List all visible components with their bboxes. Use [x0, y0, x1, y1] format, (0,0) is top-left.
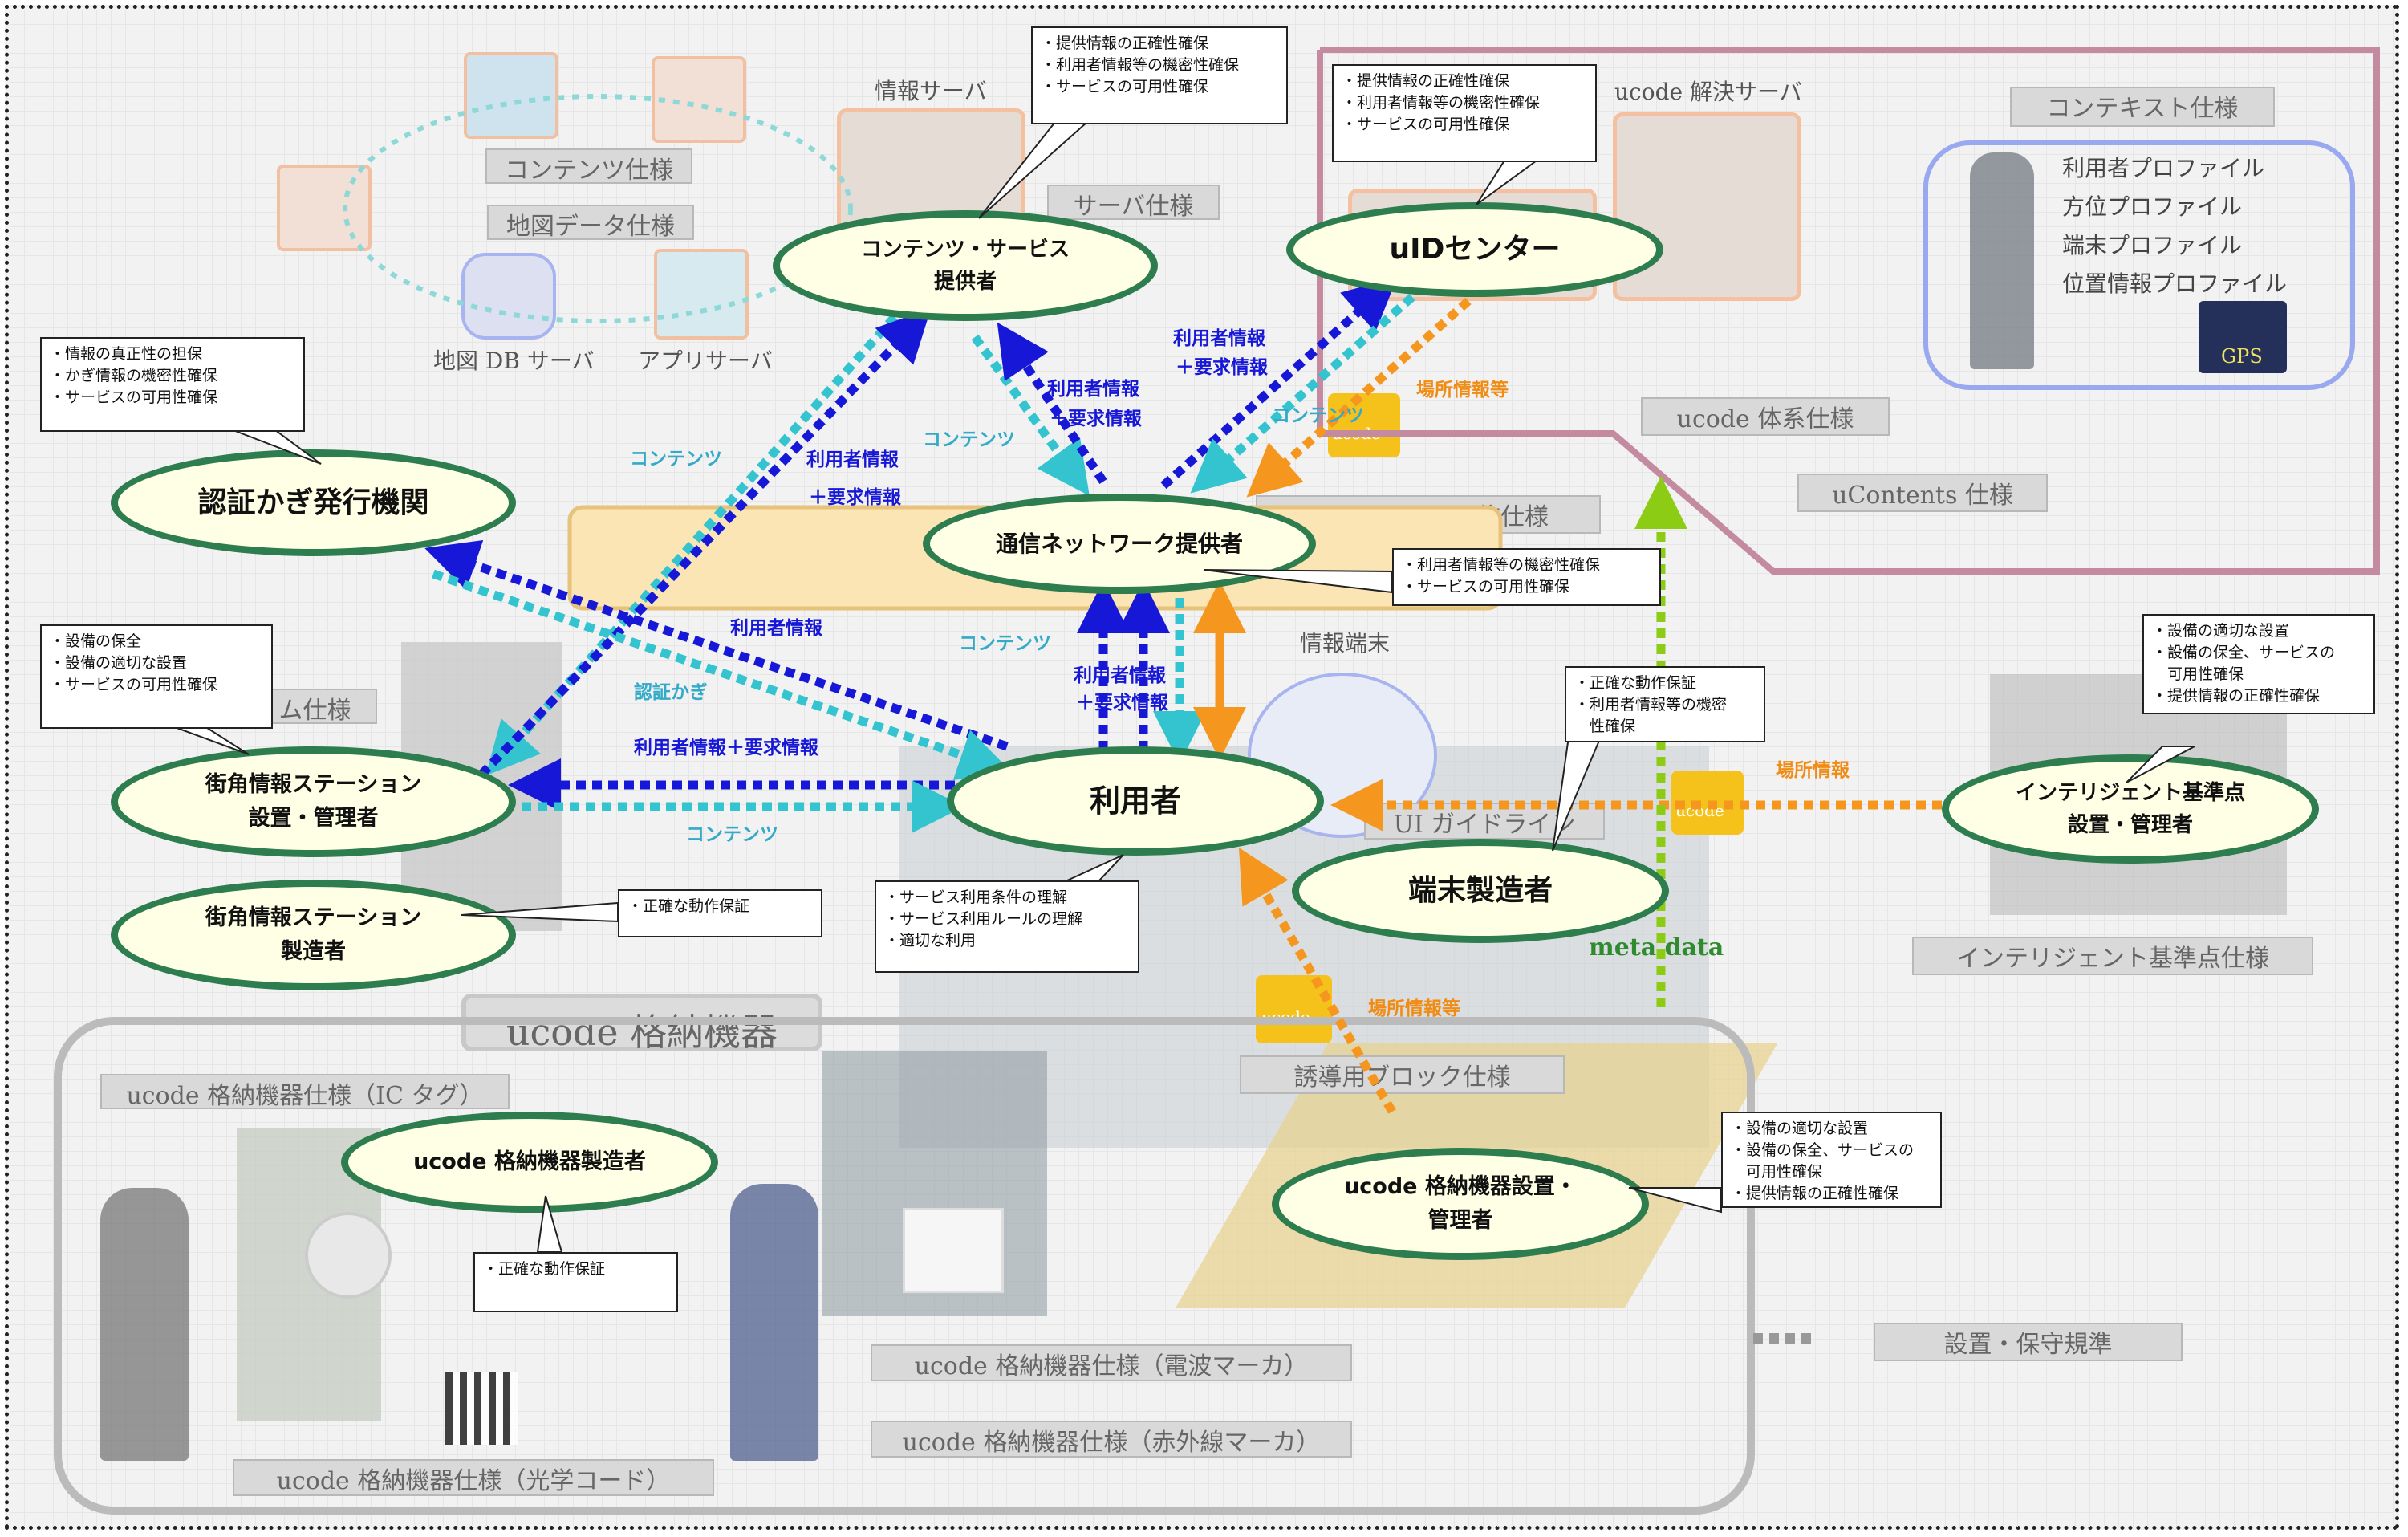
- spec-server: サーバ仕様: [1047, 185, 1220, 221]
- app-server-caption: アプリサーバ: [638, 348, 773, 374]
- arrow-blue: [478, 308, 932, 778]
- arrow-label: 利用者情報: [1047, 379, 1139, 400]
- arrow-label: 場所情報等: [1416, 380, 1509, 401]
- arrow-label: 認証かぎ: [634, 682, 708, 703]
- actor-label: uIDセンター: [1389, 233, 1561, 266]
- spec-contents: コンテンツ仕様: [485, 148, 692, 185]
- spec-optical: ucode 格納機器仕様（光学コード）: [233, 1459, 714, 1496]
- actor-label: 認証かぎ発行機関: [197, 486, 429, 519]
- qr-code-icon: [445, 1372, 518, 1445]
- arrow-label: meta data: [1589, 933, 1724, 962]
- server-icon: [652, 56, 746, 143]
- spec-guide-block: 誘導用ブロック仕様: [1240, 1055, 1565, 1094]
- radio-marker-icon: [903, 1208, 1004, 1293]
- arrow-label: 利用者情報＋要求情報: [634, 738, 818, 758]
- actor-label: 端末製造者: [1407, 874, 1553, 908]
- callout-uid-center: ・提供情報の正確性確保 ・利用者情報等の機密性確保 ・サービスの可用性確保: [1332, 64, 1597, 162]
- arrow-label: ＋要求情報: [809, 487, 901, 508]
- callout-intelligent: ・設備の適切な設置 ・設備の保全、サービスの 可用性確保 ・提供情報の正確性確保: [2142, 614, 2375, 714]
- arrow-label: コンテンツ: [959, 633, 1051, 654]
- arrow-label: 利用者情報: [806, 449, 899, 470]
- ucode-badge-icon: [1328, 393, 1400, 457]
- context-item: 方位プロファイル: [2062, 193, 2243, 220]
- callout-ucode-admin: ・設備の適切な設置 ・設備の保全、サービスの 可用性確保 ・提供情報の正確性確保: [1721, 1112, 1942, 1208]
- gps-satellite-icon: [2199, 301, 2287, 373]
- arrow-cyan: [432, 569, 1012, 780]
- map-db-caption: 地図 DB サーバ: [433, 348, 595, 374]
- arrow-label: コンテンツ: [1272, 405, 1364, 426]
- gps-caption: GPS: [2221, 345, 2263, 368]
- actor-label: コンテンツ・サービス 提供者: [860, 237, 1070, 294]
- spec-intelligent: インテリジェント基準点仕様: [1912, 937, 2313, 975]
- spec-ucode-system: ucode 体系仕様: [1641, 397, 1890, 436]
- callout-content-service: ・提供情報の正確性確保 ・利用者情報等の機密性確保 ・サービスの可用性確保: [1031, 26, 1288, 124]
- server-icon: [461, 253, 556, 340]
- actor-network-provider: 通信ネットワーク提供者: [923, 494, 1316, 594]
- arrow-label: 利用者情報: [1173, 328, 1265, 349]
- arrow-label: 利用者情報: [1074, 665, 1166, 686]
- spec-context: コンテキスト仕様: [2010, 87, 2275, 127]
- arrow-label: コンテンツ: [686, 824, 778, 845]
- spec-ucontents: uContents 仕様: [1797, 474, 2048, 512]
- spec-infrared: ucode 格納機器仕様（赤外線マーカ）: [871, 1421, 1352, 1458]
- arrow-label: コンテンツ: [630, 449, 722, 470]
- arrow-label: 場所情報: [1776, 760, 1850, 781]
- actor-ucode-device-admin: ucode 格納機器設置・ 管理者: [1272, 1148, 1649, 1260]
- spec-radio: ucode 格納機器仕様（電波マーカ）: [871, 1344, 1352, 1381]
- actor-intelligent-point-admin: インテリジェント基準点 設置・管理者: [1942, 754, 2319, 864]
- arrow-label: ＋要求情報: [1076, 693, 1168, 714]
- server-icon: [654, 249, 749, 340]
- arrow-label: ＋要求情報: [1050, 409, 1142, 429]
- spec-station: ム仕様: [253, 689, 377, 725]
- callout-street-maker: ・正確な動作保証: [618, 889, 822, 937]
- actor-label: ucode 格納機器製造者: [413, 1149, 646, 1175]
- arrow-blue: [997, 322, 1107, 485]
- actor-label: 通信ネットワーク提供者: [995, 530, 1243, 557]
- spec-ic-tag: ucode 格納機器仕様（IC タグ）: [100, 1074, 510, 1110]
- person-icon: [730, 1184, 818, 1461]
- arrow-label: 利用者情報: [730, 618, 822, 639]
- arrow-cyan: [971, 334, 1090, 496]
- spec-install: 設置・保守規準: [1874, 1323, 2183, 1361]
- context-item: 端末プロファイル: [2062, 232, 2243, 258]
- actor-label: 街角情報ステーション 製造者: [205, 905, 422, 964]
- actor-label: インテリジェント基準点 設置・管理者: [2015, 780, 2245, 837]
- actor-street-station-maker: 街角情報ステーション 製造者: [111, 880, 516, 990]
- spec-map-data: 地図データ仕様: [487, 205, 694, 241]
- actor-terminal-maker: 端末製造者: [1292, 839, 1669, 943]
- arrow-label: ＋要求情報: [1176, 357, 1268, 378]
- info-terminal-caption: 情報端末: [1300, 630, 1391, 657]
- ic-tag-icon: [305, 1212, 392, 1299]
- callout-auth-key: ・情報の真正性の担保 ・かぎ情報の機密性確保 ・サービスの可用性確保: [40, 337, 305, 432]
- server-icon: [464, 52, 558, 139]
- arrow-cyan: [1190, 293, 1415, 494]
- actor-label: 街角情報ステーション 設置・管理者: [205, 772, 422, 831]
- person-icon: [100, 1188, 189, 1461]
- actor-content-service: コンテンツ・サービス 提供者: [773, 210, 1158, 321]
- actor-auth-key-issuer: 認証かぎ発行機関: [111, 449, 516, 556]
- ucode-server-caption: ucode 解決サーバ: [1614, 79, 1802, 105]
- actor-label: ucode 格納機器設置・ 管理者: [1344, 1174, 1577, 1233]
- callout-terminal: ・正確な動作保証 ・利用者情報等の機密 性確保: [1565, 666, 1765, 742]
- callout-ucode-maker: ・正確な動作保証: [473, 1252, 678, 1312]
- person-icon: [1970, 152, 2034, 369]
- arrow-cyan: [485, 314, 899, 776]
- actor-ucode-device-maker: ucode 格納機器製造者: [341, 1112, 718, 1213]
- callout-user: ・サービス利用条件の理解 ・サービス利用ルールの理解 ・適切な利用: [875, 880, 1139, 973]
- arrow-blue: [424, 539, 1009, 751]
- callout-street-admin: ・設備の保全 ・設備の適切な設置 ・サービスの可用性確保: [40, 624, 273, 729]
- arrow-label: 場所情報等: [1368, 998, 1460, 1019]
- context-item: 位置情報プロファイル: [2062, 270, 2288, 297]
- info-server-caption: 情報サーバ: [875, 78, 987, 104]
- arrow-label: コンテンツ: [923, 429, 1015, 450]
- actor-label: 利用者: [1089, 783, 1181, 819]
- context-item: 利用者プロファイル: [2062, 155, 2265, 181]
- arrow-orange: [1246, 297, 1472, 498]
- callout-network: ・利用者情報等の機密性確保 ・サービスの可用性確保: [1392, 548, 1661, 606]
